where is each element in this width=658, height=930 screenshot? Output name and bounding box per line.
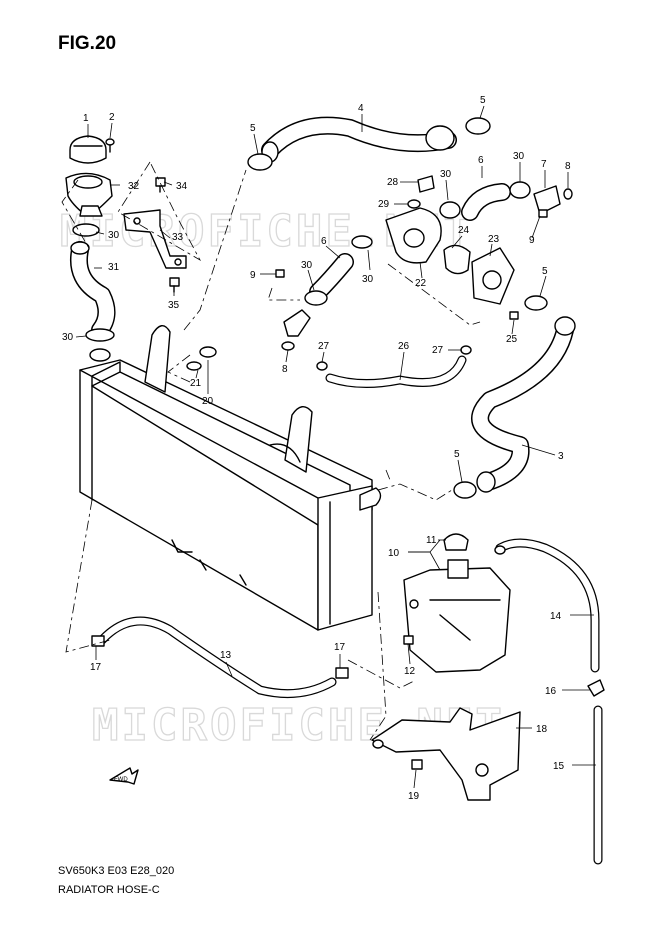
callout-6b: 6 <box>321 236 327 247</box>
callout-2: 2 <box>109 112 115 123</box>
hose-3-main <box>471 316 576 493</box>
callout-28: 28 <box>387 177 399 188</box>
callout-1: 1 <box>83 113 89 124</box>
callout-9a: 9 <box>529 235 535 246</box>
callout-labels: 1 2 32 34 30 33 31 35 30 4 5 5 6 30 7 8 … <box>62 95 571 802</box>
callout-12: 12 <box>404 666 416 677</box>
bolt-35 <box>169 277 180 293</box>
callout-22: 22 <box>415 278 427 289</box>
callout-29: 29 <box>378 199 390 210</box>
callout-27b: 27 <box>432 345 444 356</box>
callout-16: 16 <box>545 686 557 697</box>
clip-17 <box>91 635 349 679</box>
reservoir-tank <box>403 533 511 673</box>
callout-5c: 5 <box>542 266 548 277</box>
callout-34: 34 <box>176 181 188 192</box>
model-code: SV650K3 E03 E28_020 <box>58 865 175 877</box>
callout-17a: 17 <box>90 662 102 673</box>
filler-neck <box>65 172 113 217</box>
callout-5d: 5 <box>454 449 460 460</box>
callout-30d: 30 <box>440 169 452 180</box>
callout-27a: 27 <box>318 341 330 352</box>
leader-lines <box>75 105 596 789</box>
callout-17b: 17 <box>334 642 346 653</box>
figure-title: FIG.20 <box>58 33 117 54</box>
callout-8b: 8 <box>282 364 288 375</box>
bolt-2 <box>105 138 115 153</box>
callout-31: 31 <box>108 262 120 273</box>
callout-18: 18 <box>536 724 548 735</box>
fwd-label: FWD <box>114 777 128 783</box>
joint-16 <box>587 679 605 697</box>
callout-33: 33 <box>172 232 184 243</box>
radiator-cap <box>69 135 107 164</box>
callout-14: 14 <box>550 611 562 622</box>
callout-8a: 8 <box>565 161 571 172</box>
callout-21: 21 <box>190 378 202 389</box>
hose-4-upper <box>261 116 457 163</box>
callout-19: 19 <box>408 791 420 802</box>
callout-35: 35 <box>168 300 180 311</box>
fwd-arrow-marker: FWD <box>109 767 139 785</box>
callout-30c: 30 <box>513 151 525 162</box>
clamps <box>72 117 548 499</box>
section-name: RADIATOR HOSE-C <box>58 884 160 896</box>
callout-30f: 30 <box>362 274 374 285</box>
hose-6-upper <box>461 183 511 221</box>
callout-30a: 30 <box>108 230 120 241</box>
hose-14 <box>495 538 600 673</box>
callout-10: 10 <box>388 548 400 559</box>
callout-6a: 6 <box>478 155 484 166</box>
callout-20: 20 <box>202 396 214 407</box>
radiator <box>79 325 382 631</box>
callout-15: 15 <box>553 761 565 772</box>
callout-30e: 30 <box>301 260 313 271</box>
callout-25: 25 <box>506 334 518 345</box>
hose-26 <box>325 355 467 389</box>
hose-6-left <box>309 253 354 301</box>
callout-26: 26 <box>398 341 410 352</box>
callout-13: 13 <box>220 650 232 661</box>
callout-9b: 9 <box>250 270 256 281</box>
tank-bracket-18 <box>371 707 521 801</box>
callout-5b: 5 <box>480 95 486 106</box>
callout-5a: 5 <box>250 123 256 134</box>
callout-3: 3 <box>558 451 564 462</box>
callout-30b: 30 <box>62 332 74 343</box>
reference-lines <box>61 161 481 741</box>
callout-24: 24 <box>458 225 470 236</box>
callout-23: 23 <box>488 234 500 245</box>
callout-4: 4 <box>358 103 364 114</box>
callout-7: 7 <box>541 159 547 170</box>
callout-11: 11 <box>426 535 437 546</box>
callout-32: 32 <box>128 181 140 192</box>
hose-13 <box>97 616 337 699</box>
hose-31 <box>70 241 116 339</box>
